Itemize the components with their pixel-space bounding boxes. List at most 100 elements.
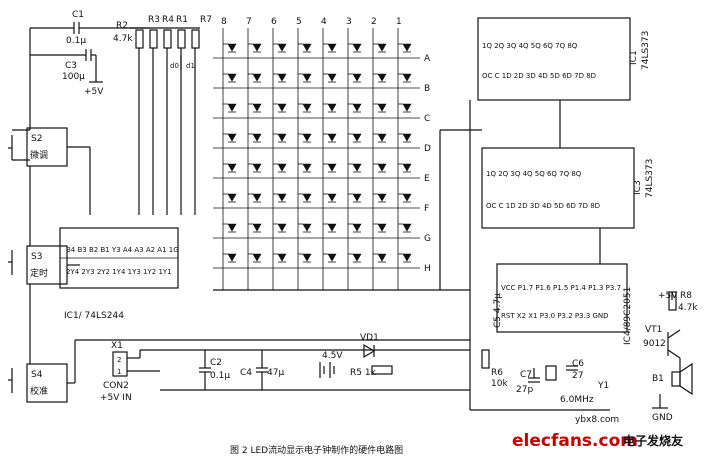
led-diode [227, 193, 237, 202]
led-diode [352, 133, 362, 142]
led-diode [227, 103, 237, 112]
led-diode [377, 253, 387, 262]
led-diode [377, 43, 387, 52]
c3-value: 100μ [62, 72, 85, 82]
c7-value: 27p [516, 385, 533, 395]
led-diode [402, 73, 412, 82]
matrix-col-label: 2 [371, 17, 377, 27]
led-diode [252, 133, 262, 142]
matrix-row-label: D [424, 144, 431, 154]
r5-label: R5 1k [350, 368, 377, 378]
led-diode [327, 193, 337, 202]
led-diode [302, 103, 312, 112]
led-diode [302, 223, 312, 232]
led-diode [402, 163, 412, 172]
led-diode [252, 43, 262, 52]
matrix-col-label: 4 [321, 17, 327, 27]
matrix-row-label: C [424, 114, 430, 124]
matrix-row-label: E [424, 174, 430, 184]
led-diode [277, 133, 287, 142]
gnd-label: GND [652, 413, 673, 423]
matrix-row-label: B [424, 84, 430, 94]
led-diode [227, 73, 237, 82]
watermark-url: ybx8.com [575, 415, 619, 425]
s3-text: 定时 [30, 267, 48, 279]
led-diode [252, 103, 262, 112]
led-diode [327, 253, 337, 262]
s2-label: S2 [31, 134, 42, 144]
r3-resistor [149, 29, 158, 49]
matrix-col-label: 3 [346, 17, 352, 27]
r1-resistor [177, 29, 186, 49]
con2-connector: X1 2 1 CON2 +5V IN [100, 341, 160, 403]
r7-resistor [191, 29, 200, 49]
led-diode [252, 253, 262, 262]
c6-value: 27 [572, 371, 583, 381]
led-diode [402, 103, 412, 112]
led-diode [377, 103, 387, 112]
r4-resistor [163, 29, 172, 49]
led-diode [277, 163, 287, 172]
watermark-cn: 电子发烧友 [623, 433, 683, 448]
matrix-row-label: H [424, 264, 431, 274]
led-diode [277, 73, 287, 82]
led-diode [227, 253, 237, 262]
matrix-row-label: A [424, 54, 431, 64]
d1-label: d1 [186, 62, 195, 70]
r1-label: R1 [176, 15, 188, 25]
c7-label: C7 [520, 370, 532, 380]
r2-value: 4.7k [113, 34, 133, 44]
led-diode [327, 73, 337, 82]
s2-text: 微调 [30, 149, 48, 161]
x1-label: X1 [111, 341, 123, 351]
matrix-row-label: F [424, 204, 429, 214]
led-diode [302, 43, 312, 52]
v45-label: 4.5V [322, 351, 343, 361]
led-diode [327, 43, 337, 52]
led-diode [402, 133, 412, 142]
led-diode [377, 223, 387, 232]
svg-text:OC C 1D 2D 3D 4D 5D 6D 7D 8D: OC C 1D 2D 3D 4D 5D 6D 7D 8D [482, 72, 596, 80]
led-diode [352, 253, 362, 262]
svg-text:B4 B3 B2 B1 Y3 A4 A3 A2 A1 1G: B4 B3 B2 B1 Y3 A4 A3 A2 A1 1G [66, 246, 179, 254]
r3-label: R3 [148, 15, 160, 25]
led-diode [352, 193, 362, 202]
ic3-latch: 1Q 2Q 3Q 4Q 5Q 6Q 7Q 8Q OC C 1D 2D 3D 4D… [481, 147, 655, 229]
c2-value: 0.1μ [210, 371, 230, 381]
led-diode [327, 223, 337, 232]
svg-text:VCC P1.7 P1.6 P1.5 P1.4 P1.3 P: VCC P1.7 P1.6 P1.5 P1.4 P1.3 P3.7 [501, 284, 621, 292]
svg-text:2: 2 [117, 356, 121, 364]
led-diode [277, 103, 287, 112]
ic4-label: IC4/89C2051 [623, 287, 633, 345]
led-diode [352, 223, 362, 232]
led-diode [352, 163, 362, 172]
led-diode [302, 133, 312, 142]
led-diode [277, 43, 287, 52]
c6-label: C6 [572, 359, 584, 369]
ic4-mcu: VCC P1.7 P1.6 P1.5 P1.4 P1.3 P3.7 RST X2… [496, 263, 633, 345]
c1-value: 0.1μ [66, 36, 86, 46]
r8-label: R8 [680, 291, 692, 301]
vd1-label: VD1 [360, 333, 379, 343]
led-diode [377, 133, 387, 142]
vt1-transistor: VT1 9012 [643, 325, 681, 359]
led-diode [227, 223, 237, 232]
b1-label: B1 [652, 374, 664, 384]
con2-text: +5V IN [100, 393, 132, 403]
svg-text:1Q 2Q 3Q 4Q 5Q 6Q 7Q 8Q: 1Q 2Q 3Q 4Q 5Q 6Q 7Q 8Q [486, 170, 582, 178]
c4-capacitor: C4 47μ [240, 350, 284, 390]
svg-text:OC C 1D 2D 3D 4D 5D 6D 7D 8D: OC C 1D 2D 3D 4D 5D 6D 7D 8D [486, 202, 600, 210]
led-diode [277, 253, 287, 262]
vd1-diode: VD1 [360, 333, 379, 359]
y1-value: 6.0MHz [560, 395, 594, 405]
ic1-latch-name: IC1 [629, 50, 639, 65]
r5-resistor: R5 1k [350, 365, 393, 378]
c3-capacitor: C3 100μ +5V [30, 49, 104, 97]
ic3-part: 74LS373 [645, 159, 655, 198]
r7-label: R7 [200, 15, 212, 25]
vcc-label: +5V [84, 87, 104, 97]
led-diode [302, 253, 312, 262]
c4-label: C4 [240, 368, 252, 378]
svg-text:RST X2 X1 P3.0 P3.2 P3.3 GND: RST X2 X1 P3.0 P3.2 P3.3 GND [501, 312, 609, 320]
